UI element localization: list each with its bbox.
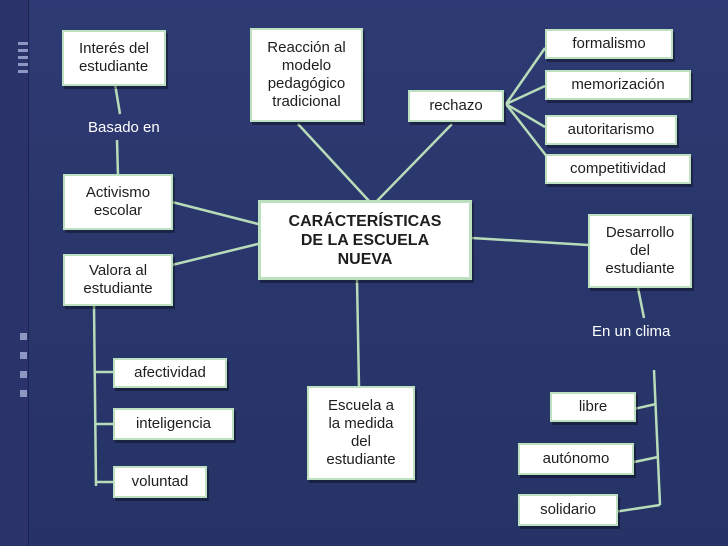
- node-competitividad: competitividad: [545, 154, 691, 184]
- node-interes-del-estudiante: Interés del estudiante: [62, 30, 166, 86]
- deco-bar: [18, 42, 28, 45]
- deco-bar: [18, 56, 28, 59]
- connector: [505, 102, 546, 129]
- node-text: afectividad: [134, 364, 206, 381]
- node-solidario: solidario: [518, 494, 618, 526]
- side-stripe: [0, 0, 28, 546]
- connector: [633, 455, 659, 464]
- node-text: Escuela a la medida del estudiante: [326, 397, 396, 468]
- node-text: Valora al estudiante: [83, 262, 153, 297]
- connector: [297, 123, 371, 203]
- node-text: rechazo: [429, 97, 483, 114]
- node-text: Interés del estudiante: [78, 40, 150, 75]
- node-text: memorización: [571, 76, 665, 93]
- node-reaccion-modelo-tradicional: Reacción al modelo pedagógico tradiciona…: [250, 28, 363, 122]
- node-text: libre: [578, 398, 608, 415]
- node-text: voluntad: [131, 473, 189, 490]
- connector: [633, 402, 657, 411]
- node-inteligencia: inteligencia: [113, 408, 234, 440]
- deco-square: [20, 371, 27, 378]
- side-stripe-divider: [28, 0, 29, 546]
- deco-bar: [18, 70, 28, 73]
- node-escuela-a-la-medida: Escuela a la medida del estudiante: [307, 386, 415, 480]
- connector: [115, 139, 120, 177]
- link-label-basado-en: Basado en: [88, 119, 160, 136]
- deco-square: [20, 352, 27, 359]
- node-text: autoritarismo: [567, 121, 655, 138]
- connector: [92, 303, 98, 487]
- connector: [355, 279, 361, 388]
- node-valora-al-estudiante: Valora al estudiante: [63, 254, 173, 306]
- node-text: competitividad: [570, 160, 666, 177]
- connector: [471, 236, 589, 247]
- node-afectividad: afectividad: [113, 358, 227, 388]
- node-text: formalismo: [572, 35, 646, 52]
- deco-bar: [18, 63, 28, 66]
- connector: [505, 84, 546, 106]
- node-formalismo: formalismo: [545, 29, 673, 59]
- connector: [636, 287, 646, 319]
- node-text: Desarrollo del estudiante: [605, 224, 675, 277]
- connector: [375, 123, 453, 203]
- node-desarrollo-del-estudiante: Desarrollo del estudiante: [588, 214, 692, 288]
- node-rechazo: rechazo: [408, 90, 504, 122]
- connector: [505, 103, 549, 159]
- node-autoritarismo: autoritarismo: [545, 115, 677, 145]
- node-text: Activismo escolar: [85, 184, 151, 219]
- node-text: Reacción al modelo pedagógico tradiciona…: [267, 39, 346, 110]
- node-activismo-escolar: Activismo escolar: [63, 174, 173, 230]
- connector: [613, 503, 661, 514]
- node-text: solidario: [540, 501, 596, 518]
- connector: [113, 83, 122, 115]
- connector: [171, 241, 263, 267]
- connector: [504, 47, 547, 105]
- node-voluntad: voluntad: [113, 466, 207, 498]
- node-memorizacion: memorización: [545, 70, 691, 100]
- central-title-node: CARÁCTERÍSTICAS DE LA ESCUELA NUEVA: [258, 200, 472, 280]
- central-title-text: CARÁCTERÍSTICAS DE LA ESCUELA NUEVA: [288, 212, 442, 268]
- node-text: autónomo: [542, 450, 610, 467]
- deco-square: [20, 333, 27, 340]
- node-libre: libre: [550, 392, 636, 422]
- node-text: inteligencia: [135, 415, 212, 432]
- deco-bar: [18, 49, 28, 52]
- link-label-en-un-clima: En un clima: [592, 323, 671, 340]
- node-autonomo: autónomo: [518, 443, 634, 475]
- connector: [171, 200, 263, 227]
- connector: [652, 369, 662, 506]
- deco-square: [20, 390, 27, 397]
